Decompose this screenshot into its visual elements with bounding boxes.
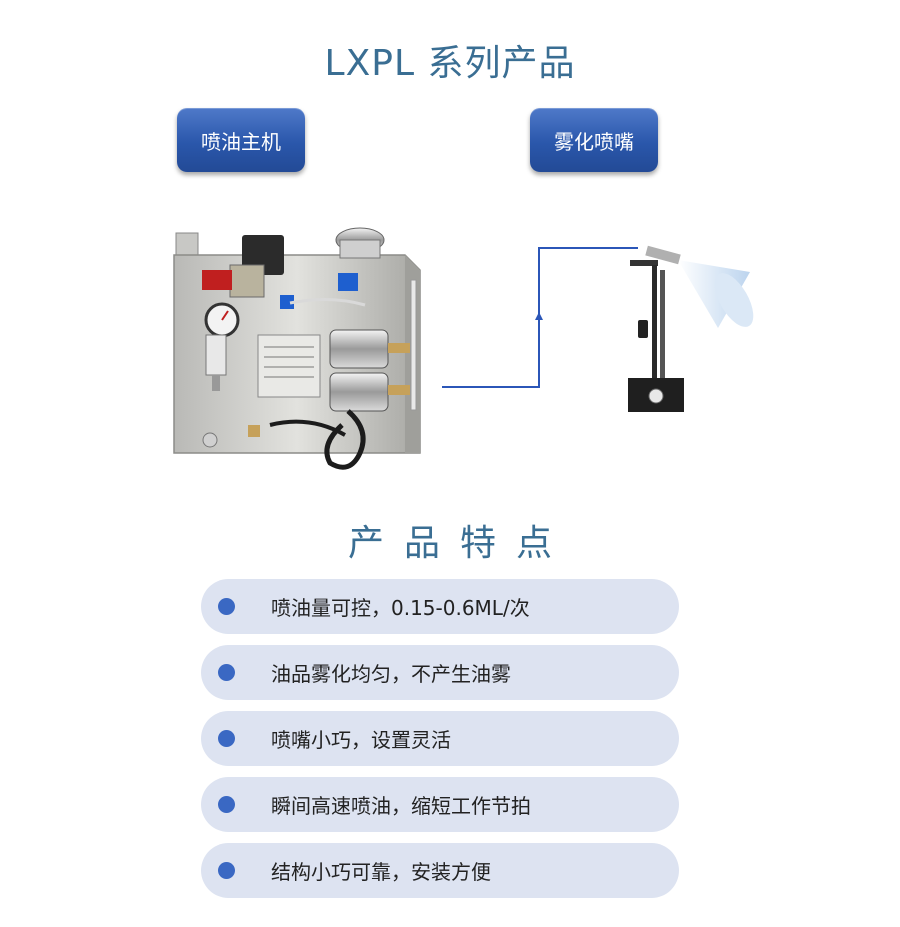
oil-injection-unit-image	[173, 227, 421, 470]
bullet-icon	[218, 598, 235, 615]
connector-line	[442, 247, 638, 388]
label-oil-injection-unit: 喷油主机	[177, 108, 305, 172]
feature-text: 喷嘴小巧，设置灵活	[271, 728, 451, 752]
bullet-icon	[218, 664, 235, 681]
feature-list: 喷油量可控，0.15-0.6ML/次 油品雾化均匀，不产生油雾 喷嘴小巧，设置灵…	[201, 579, 679, 909]
feature-text: 结构小巧可靠，安装方便	[271, 860, 491, 884]
feature-item: 油品雾化均匀，不产生油雾	[201, 645, 679, 700]
feature-text: 瞬间高速喷油，缩短工作节拍	[271, 794, 531, 818]
feature-item: 结构小巧可靠，安装方便	[201, 843, 679, 898]
bullet-icon	[218, 730, 235, 747]
feature-text: 喷油量可控，0.15-0.6ML/次	[271, 596, 530, 620]
feature-item: 喷嘴小巧，设置灵活	[201, 711, 679, 766]
feature-text: 油品雾化均匀，不产生油雾	[271, 662, 511, 686]
page-title: LXPL 系列产品	[324, 43, 576, 84]
bullet-icon	[218, 862, 235, 879]
feature-item: 瞬间高速喷油，缩短工作节拍	[201, 777, 679, 832]
label-atomizing-nozzle: 雾化喷嘴	[530, 108, 658, 172]
atomizing-nozzle-image	[628, 245, 754, 412]
feature-item: 喷油量可控，0.15-0.6ML/次	[201, 579, 679, 634]
section-title: 产品特点	[347, 523, 572, 564]
bullet-icon	[218, 796, 235, 813]
